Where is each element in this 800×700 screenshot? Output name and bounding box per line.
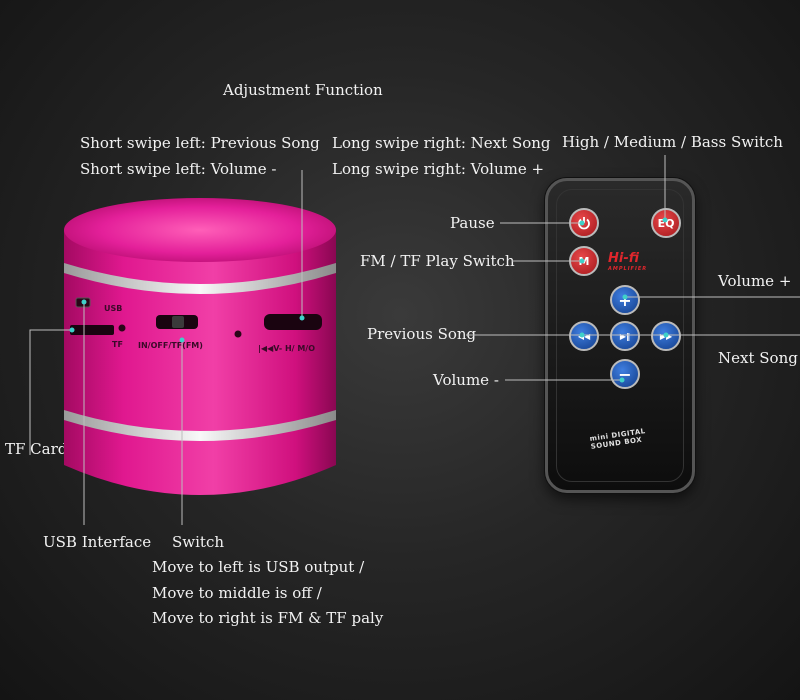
- label-tf-card: TF Card: [5, 440, 68, 458]
- label-volume-up: Volume +: [718, 272, 792, 290]
- label-switch-desc-right: Move to right is FM & TF paly: [152, 609, 384, 627]
- label-next-song: Next Song: [718, 349, 798, 367]
- play-pause-button[interactable]: ▶‖: [610, 321, 640, 351]
- speaker-wheel-mark: |◀◀V- H/ M/O: [258, 344, 315, 353]
- label-switch: Switch: [172, 533, 225, 551]
- control-wheel: [264, 314, 322, 330]
- previous-song-button[interactable]: ◀◀: [569, 321, 599, 351]
- power-icon: [578, 217, 590, 230]
- label-short-swipe-previous: Short swipe left: Previous Song: [80, 134, 320, 152]
- label-long-swipe-next: Long swipe right: Next Song: [332, 134, 551, 152]
- volume-down-button[interactable]: −: [610, 359, 640, 389]
- power-button[interactable]: [569, 208, 599, 238]
- diagram-title: Adjustment Function: [223, 81, 383, 99]
- label-switch-desc-left: Move to left is USB output /: [152, 558, 365, 576]
- speaker-switch-mark: IN/OFF/TF(FM): [138, 341, 203, 350]
- label-usb-interface: USB Interface: [43, 533, 152, 551]
- label-short-swipe-volume: Short swipe left: Volume -: [80, 160, 277, 178]
- speaker-illustration: USB TF IN/OFF/TF(FM) |◀◀V- H/ M/O: [64, 198, 336, 495]
- mode-button[interactable]: M: [569, 246, 599, 276]
- speaker-tf-mark: TF: [112, 340, 123, 349]
- label-fm-tf: FM / TF Play Switch: [360, 252, 515, 270]
- label-pause: Pause: [450, 214, 495, 232]
- volume-up-button[interactable]: +: [610, 285, 640, 315]
- speaker-usb-mark: USB: [104, 304, 122, 313]
- usb-port: [75, 297, 91, 308]
- label-long-swipe-volume: Long swipe right: Volume +: [332, 160, 545, 178]
- label-eq-switch: High / Medium / Bass Switch: [562, 133, 783, 151]
- label-volume-down: Volume -: [433, 371, 499, 389]
- label-previous-song: Previous Song: [367, 325, 477, 343]
- label-switch-desc-middle: Move to middle is off /: [152, 584, 322, 602]
- eq-button[interactable]: EQ: [651, 208, 681, 238]
- tf-card-slot: [70, 325, 114, 335]
- next-song-button[interactable]: ▶▶: [651, 321, 681, 351]
